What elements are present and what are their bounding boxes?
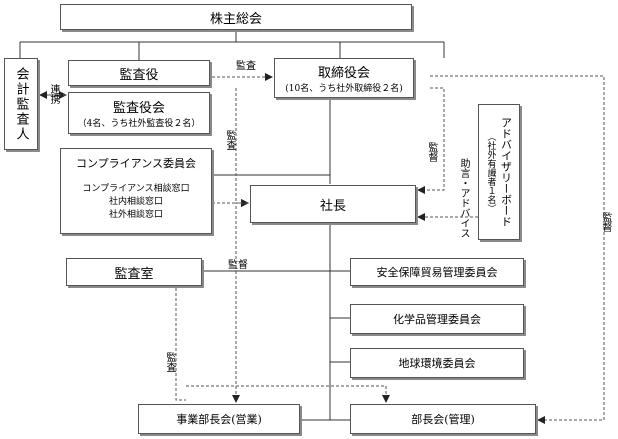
supervision-label-board: 監督 — [426, 142, 437, 162]
compliance-title: コンプライアンス委員会 — [75, 157, 196, 170]
president-box: 社長 — [250, 185, 416, 223]
audit-label-top: 監査 — [236, 61, 256, 72]
audit-board-title: 監査役会 — [112, 101, 165, 116]
cooperation-label: 連携 — [48, 84, 59, 104]
advisory-note: （社外有識者１名） — [485, 131, 496, 213]
board-title: 取締役会 — [317, 66, 370, 81]
shareholders-meeting-box: 株主総会 — [60, 4, 412, 30]
advisory-title: アドバイザリーボード — [499, 117, 513, 227]
supervision-label-president: 監督 — [228, 260, 248, 271]
compliance-desk: 社外相談窓口 — [108, 210, 163, 220]
audit-label-mid: 監査 — [224, 130, 235, 150]
board-note: (10名、うち社外取締役２名) — [285, 84, 403, 94]
auditor-box: 監査役 — [68, 60, 210, 86]
audit-board-note: （4名、うち社外監査役２名） — [77, 119, 201, 129]
board-of-directors-box: 取締役会 (10名、うち社外取締役２名) — [274, 58, 414, 98]
audit-board-box: 監査役会 （4名、うち社外監査役２名） — [68, 92, 210, 134]
environment-committee-box: 地球環境委員会 — [350, 348, 524, 378]
audit-label-bottom: 監査 — [164, 352, 175, 372]
accounting-auditor-box: 会計監査人 — [4, 58, 38, 150]
chemicals-committee-box: 化学品管理委員会 — [350, 304, 524, 334]
audit-office-box: 監査室 — [66, 258, 202, 286]
business-managers-box: 事業部長会(営業) — [138, 404, 300, 434]
compliance-desk: コンプライアンス相談窓口 — [82, 184, 190, 194]
supervision-label-right: 監督 — [600, 212, 611, 232]
compliance-desk: 社内相談窓口 — [108, 197, 163, 207]
department-managers-box: 部長会(管理) — [350, 404, 536, 434]
advice-label: 助言・アドバイス — [458, 158, 469, 238]
security-trade-committee-box: 安全保障貿易管理委員会 — [350, 258, 524, 286]
advisory-board-box: アドバイザリーボード （社外有識者１名） — [478, 104, 520, 240]
compliance-committee-box: コンプライアンス委員会 コンプライアンス相談窓口 社内相談窓口 社外相談窓口 — [60, 148, 212, 234]
